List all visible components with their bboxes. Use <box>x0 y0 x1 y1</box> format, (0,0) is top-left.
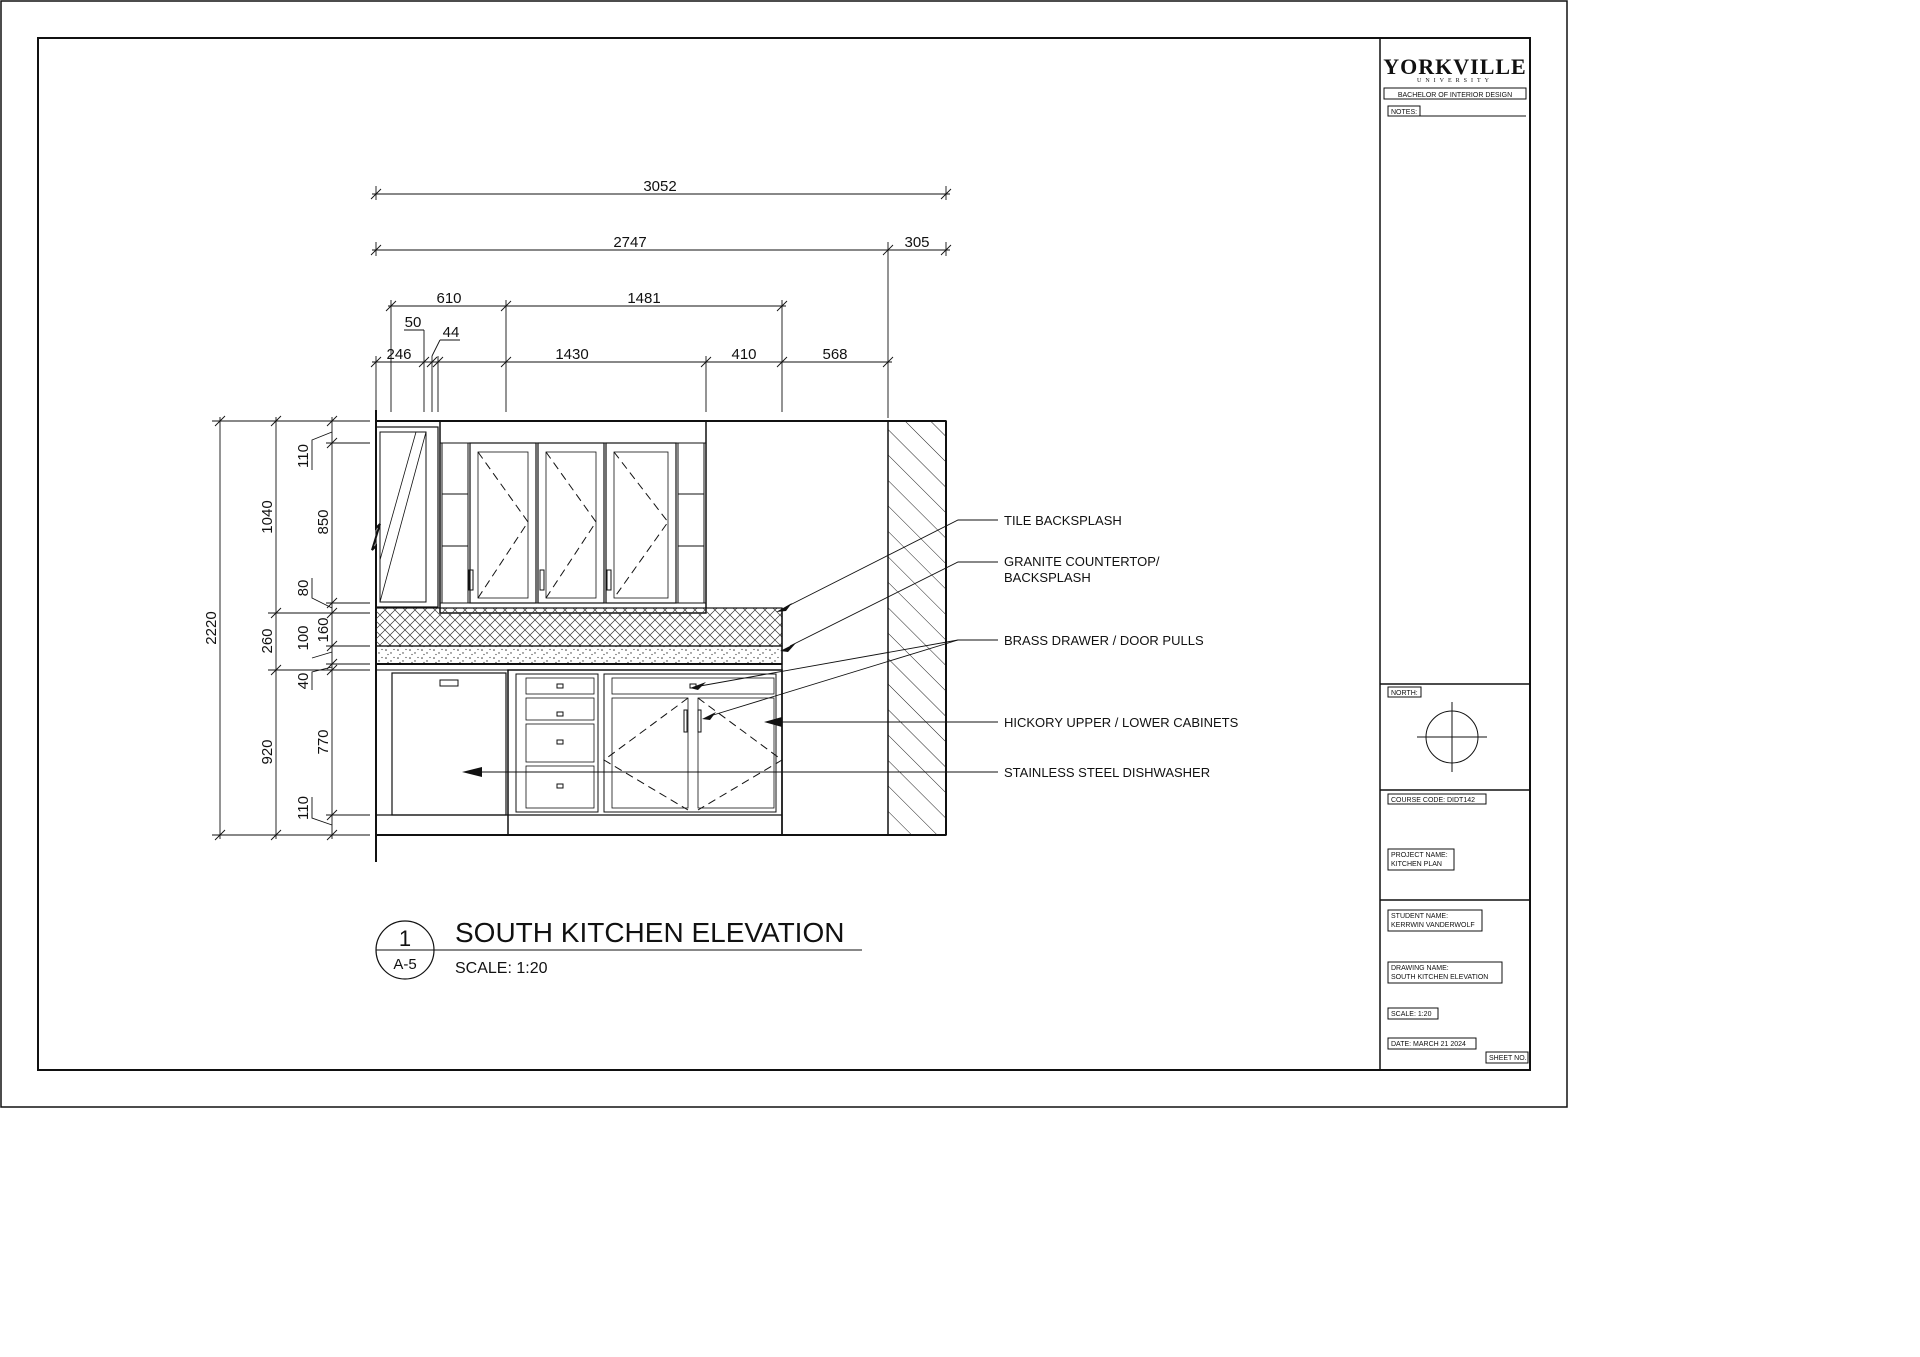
dim-110-top: 110 <box>295 444 312 468</box>
dim-1430: 1430 <box>555 346 588 363</box>
annotation-arrowheads <box>462 603 796 777</box>
annotation-labels: TILE BACKSPLASH GRANITE COUNTERTOP/ BACK… <box>1004 513 1239 780</box>
drawing-name-value: SOUTH KITCHEN ELEVATION <box>1391 974 1488 981</box>
dim-410: 410 <box>731 346 756 363</box>
course-code: COURSE CODE: DIDT142 <box>1391 797 1475 804</box>
title-block: YORKVILLE UNIVERSITY BACHELOR OF INTERIO… <box>1379 38 1530 1070</box>
pantry-cabinet <box>375 426 439 608</box>
dim-610: 610 <box>436 290 461 307</box>
dishwasher <box>391 672 507 816</box>
elevation-drawing-sheet: YORKVILLE UNIVERSITY BACHELOR OF INTERIO… <box>0 0 1568 1108</box>
dim-2747: 2747 <box>613 234 646 251</box>
project-name-value: KITCHEN PLAN <box>1391 861 1442 868</box>
dim-44: 44 <box>443 324 460 341</box>
horizontal-dimensions <box>370 186 952 418</box>
label-granite-backsplash: BACKSPLASH <box>1004 570 1091 585</box>
inner-border <box>37 37 1531 1071</box>
dim-246: 246 <box>386 346 411 363</box>
granite-countertop <box>375 645 783 665</box>
title-block-date: DATE: MARCH 21 2024 <box>1391 1041 1466 1048</box>
dim-110-bottom: 110 <box>295 796 312 820</box>
dim-50: 50 <box>405 314 422 331</box>
drawing-title: SOUTH KITCHEN ELEVATION <box>455 917 844 948</box>
dim-568: 568 <box>822 346 847 363</box>
notes-label: NOTES: <box>1391 109 1417 116</box>
outer-border <box>0 0 1568 1108</box>
dim-850: 850 <box>315 509 332 534</box>
program-name: BACHELOR OF INTERIOR DESIGN <box>1398 92 1512 99</box>
drawing-title-block: 1 A-5 SOUTH KITCHEN ELEVATION SCALE: 1:2… <box>375 917 862 980</box>
dim-1040: 1040 <box>259 500 276 533</box>
upper-cabinets <box>439 420 707 614</box>
university-logo: YORKVILLE <box>1383 54 1526 79</box>
dim-1481: 1481 <box>627 290 660 307</box>
student-name-value: KERRWIN VANDERWOLF <box>1391 922 1475 929</box>
label-brass-pulls: BRASS DRAWER / DOOR PULLS <box>1004 633 1204 648</box>
north-arrow-icon <box>1417 702 1487 772</box>
dim-920: 920 <box>259 739 276 764</box>
university-sub: UNIVERSITY <box>1417 78 1493 84</box>
title-block-scale: SCALE: 1:20 <box>1391 1011 1432 1018</box>
dim-770: 770 <box>315 729 332 754</box>
project-name-label: PROJECT NAME: <box>1391 852 1448 859</box>
sheet-reference: A-5 <box>393 956 416 973</box>
dim-305: 305 <box>904 234 929 251</box>
label-dishwasher: STAINLESS STEEL DISHWASHER <box>1004 765 1210 780</box>
north-label: NORTH: <box>1391 690 1418 697</box>
drawing-name-label: DRAWING NAME: <box>1391 965 1449 972</box>
dim-80: 80 <box>295 580 312 597</box>
label-tile-backsplash: TILE BACKSPLASH <box>1004 513 1122 528</box>
dim-40: 40 <box>295 673 312 690</box>
kitchen-elevation <box>371 410 947 862</box>
dim-3052: 3052 <box>643 178 676 195</box>
vertical-dimension-labels: 2220 1040 260 920 110 850 80 100 160 40 … <box>203 444 332 820</box>
detail-number: 1 <box>399 926 411 951</box>
horizontal-dimension-labels: 3052 2747 305 610 1481 50 44 246 1430 41… <box>386 178 929 363</box>
tile-backsplash <box>375 607 783 647</box>
vertical-dimensions <box>212 415 370 841</box>
side-wall <box>887 420 947 836</box>
label-granite-countertop: GRANITE COUNTERTOP/ <box>1004 554 1160 569</box>
label-hickory-cabinets: HICKORY UPPER / LOWER CABINETS <box>1004 715 1239 730</box>
dim-100: 100 <box>295 625 312 650</box>
annotation-leaders <box>476 519 998 773</box>
dim-2220: 2220 <box>203 611 220 644</box>
lower-cabinets <box>376 669 783 836</box>
sheet-number-label: SHEET NO. <box>1489 1055 1527 1062</box>
student-name-label: STUDENT NAME: <box>1391 913 1448 920</box>
dim-160: 160 <box>315 617 332 642</box>
drawing-scale: SCALE: 1:20 <box>455 960 548 977</box>
dim-260: 260 <box>259 628 276 653</box>
